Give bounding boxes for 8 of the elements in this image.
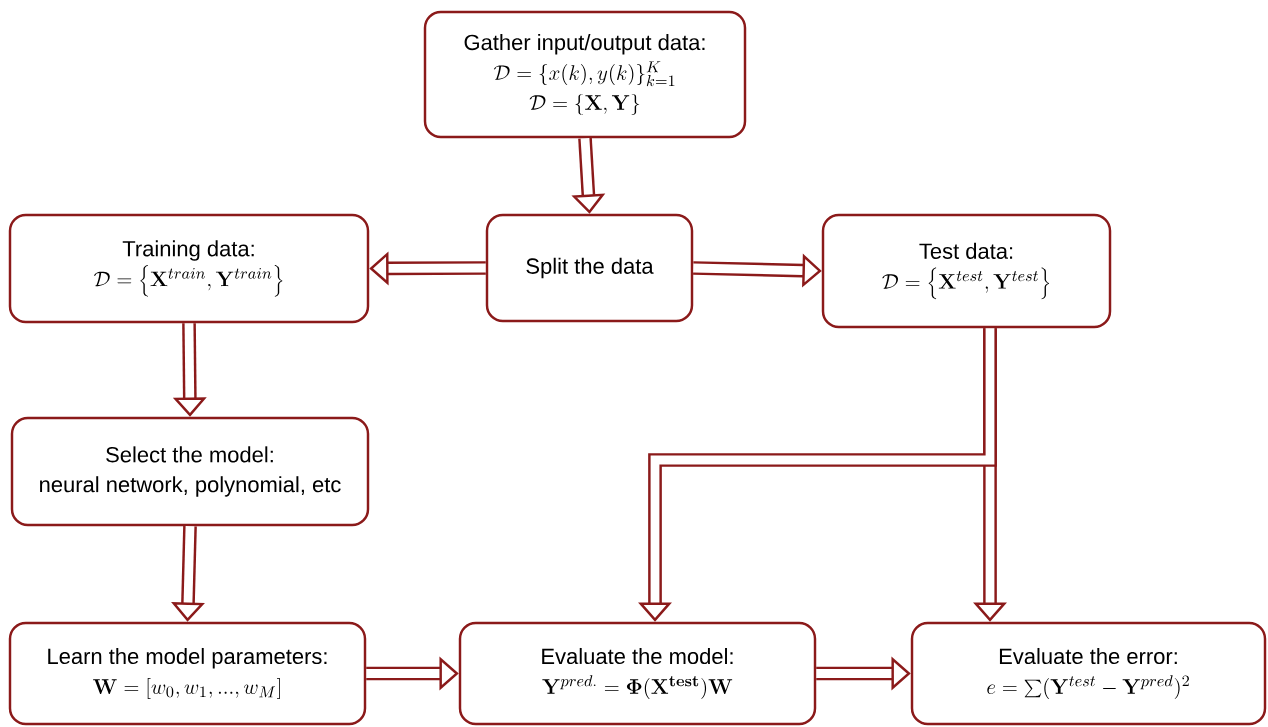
process-box: Split the data	[485, 213, 694, 323]
process-box: Test data: $\mathcal{D} = \left\{\mathbf{X}^{test}, \mathbf{Y}^{test}\right\}$	[821, 213, 1112, 329]
process-box: Evaluate the error: $e = \sum(\mathbf{Y}^{test} - \mathbf{Y}^{pred})^2$	[910, 621, 1267, 726]
process-box: Select the model: neural network, polynomial, etc	[10, 416, 370, 527]
process-box: Training data: $\mathcal{D} = \left\{\mathbf{X}^{train}, \mathbf{Y}^{train}\right\}$	[8, 213, 370, 324]
process-box: Gather input/output data: $\mathcal{D} = \{x(k), y(k)\}_{k=1}^{K}$ $\mathcal{D} = \left\{\mathbf{X}, \mathbf{Y}\right\}$	[423, 10, 747, 139]
process-box: Evaluate the model: $\mathbf{Y}^{pred.} = \mathbf{\Phi}(\mathbf{X}^{\mathbf{test}})\mathbf{W}$	[458, 621, 817, 726]
process-box: Learn the model parameters: $\mathbf{W} = [w_0, w_1, ..., w_M]$	[8, 621, 367, 726]
